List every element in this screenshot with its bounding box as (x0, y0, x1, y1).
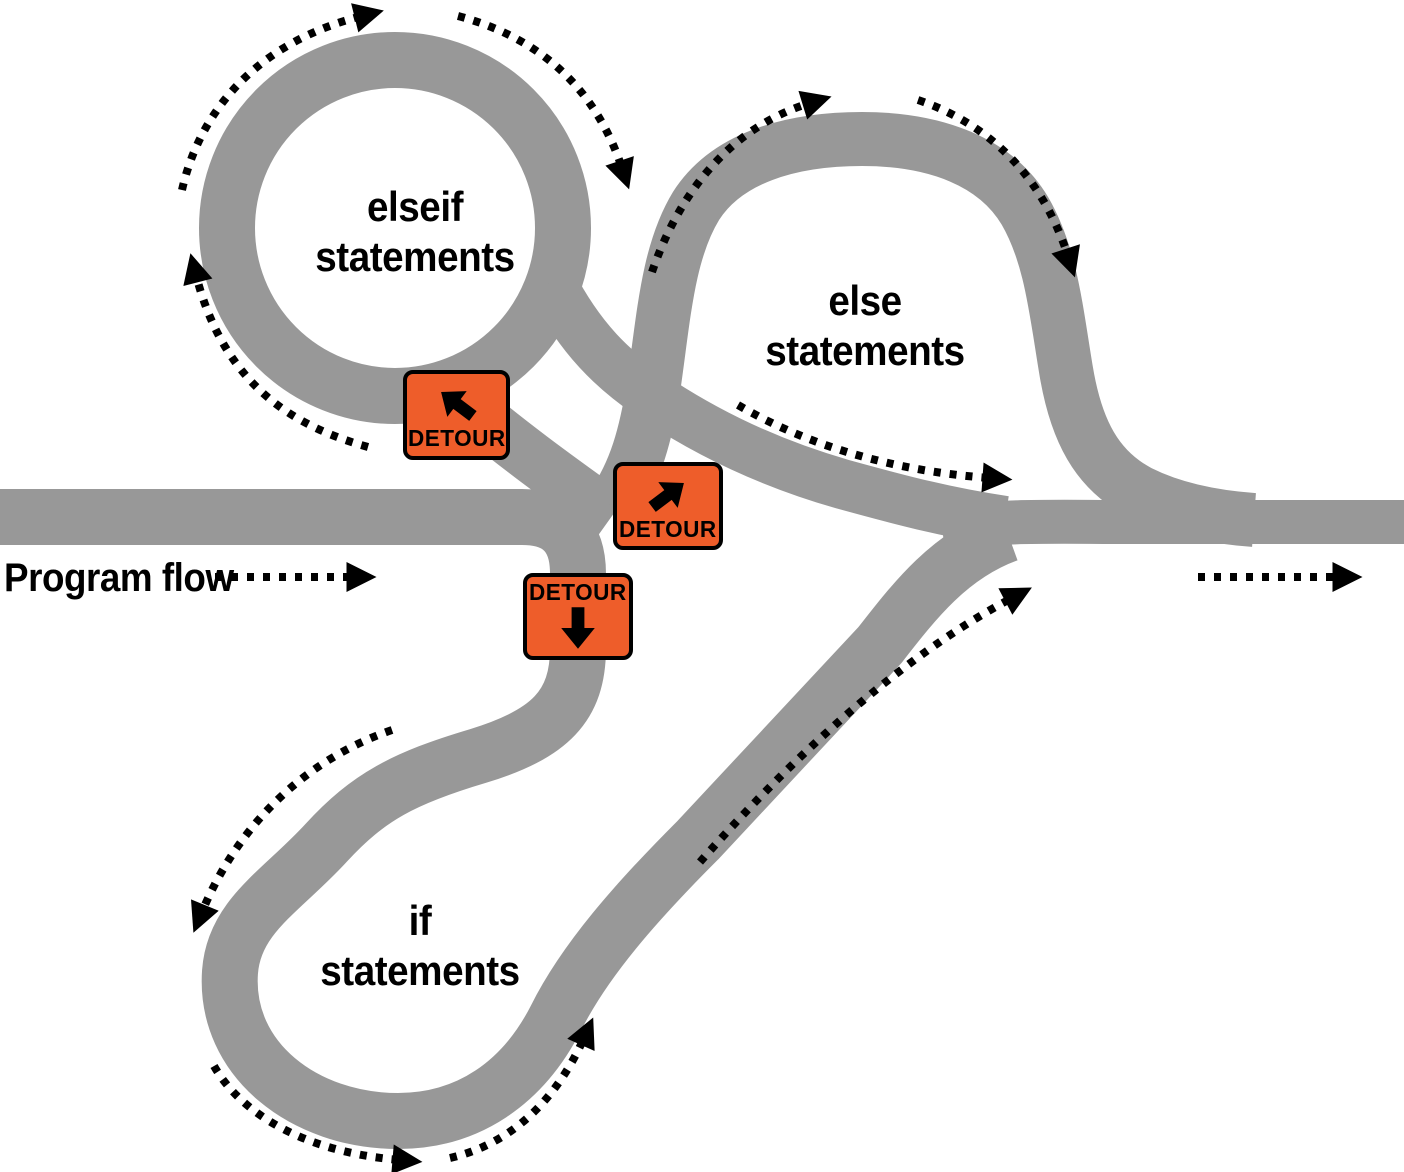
down-arrow-icon (561, 607, 595, 649)
elseif-label-line2: statements (315, 232, 515, 280)
if-return-flow-arrow (696, 587, 1032, 865)
road-group (0, 32, 1404, 1150)
detour-sign-label: DETOUR (619, 515, 717, 542)
flow-arrow-group (178, 3, 1363, 1172)
elseif-flow-arrow-top (178, 3, 384, 191)
else-flow-arrow-entry (648, 90, 832, 274)
main-road-right (938, 499, 1404, 550)
program-flow-label: Program flow (4, 556, 234, 600)
else-flow-arrow-exit-down (916, 96, 1080, 278)
up-right-arrow-icon (648, 481, 684, 512)
else-loop-road (589, 111, 1257, 547)
detour-sign-else: DETOUR (613, 462, 723, 550)
elseif-exit-bypass-road (528, 270, 1009, 546)
detour-sign-elseif: DETOUR (403, 370, 510, 460)
else-label-line2: statements (765, 326, 965, 374)
if-flow-arrow-entry-down (191, 726, 394, 933)
detour-sign-label: DETOUR (407, 424, 506, 451)
if-statements-label: if statements (264, 896, 577, 995)
elseif-statements-label: elseif statements (259, 182, 572, 281)
detour-sign-label: DETOUR (529, 579, 627, 605)
main-road-and-if-loop (0, 489, 1019, 1150)
else-bypass-flow-arrow (735, 401, 1013, 493)
if-flow-arrow-bottom-right-up (449, 1017, 595, 1162)
elseif-flow-arrow-exit-down (456, 12, 634, 190)
if-flow-arrow-bottom (210, 1064, 423, 1172)
if-label-line2: statements (320, 946, 520, 994)
detour-sign-if: DETOUR (523, 573, 633, 660)
if-label-line1: if (408, 897, 432, 944)
up-left-arrow-icon (440, 390, 477, 421)
elseif-label-line1: elseif (366, 183, 464, 230)
else-statements-label: else statements (709, 276, 1022, 375)
elseif-flow-arrow-left-up (183, 253, 370, 451)
elseif-loop-road (199, 32, 591, 424)
else-label-line1: else (828, 277, 902, 324)
